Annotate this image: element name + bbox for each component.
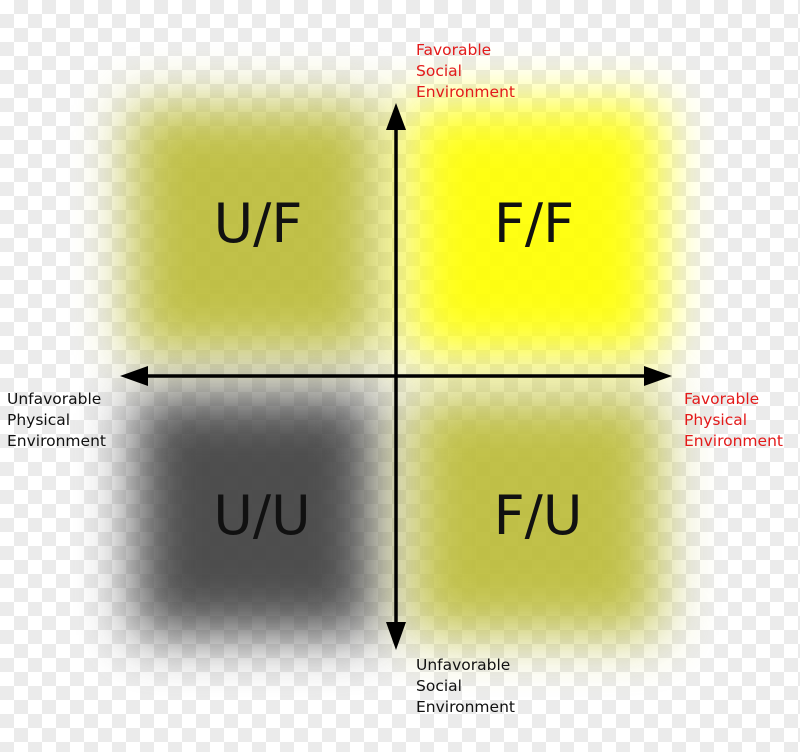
arrow-right-icon [644,366,672,386]
axis-label-favorable-social: Favorable Social Environment [416,41,515,101]
arrow-up-icon [386,103,406,130]
quadrant-uu-label: U/U [213,484,311,547]
axis-label-favorable-physical: Favorable Physical Environment [684,390,783,450]
arrow-down-icon [386,622,406,650]
quadrant-fu-label: F/U [493,484,583,547]
quadrant-fu-area [410,395,660,635]
quadrant-uf-area [130,105,380,355]
quadrant-uf-label: U/F [213,192,303,255]
axis-label-unfavorable-social: Unfavorable Social Environment [416,656,515,716]
quadrant-uu-area [135,395,375,635]
quadrant-ff-label: F/F [493,192,575,255]
horizontal-axis [120,366,672,386]
quadrant-ff-area [410,105,660,355]
axis-label-unfavorable-physical: Unfavorable Physical Environment [7,390,106,450]
arrow-left-icon [120,366,148,386]
